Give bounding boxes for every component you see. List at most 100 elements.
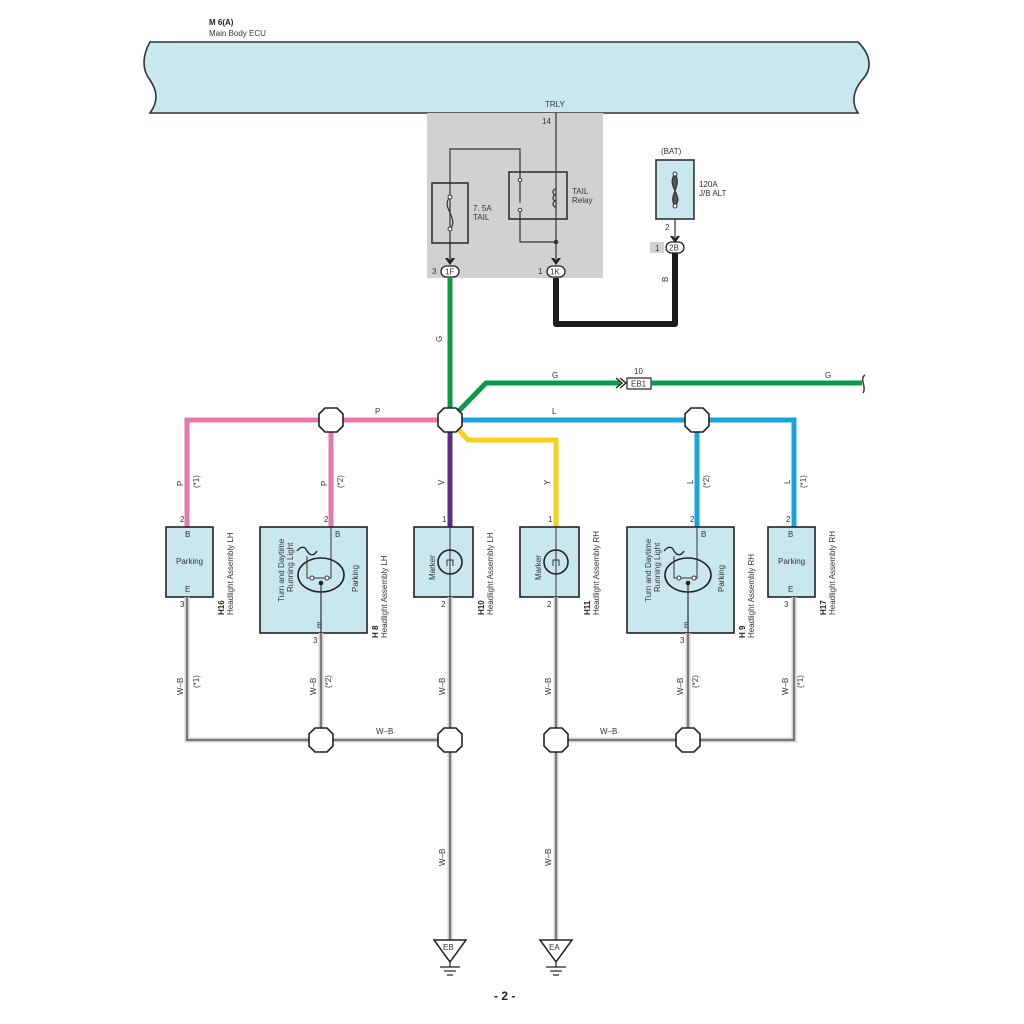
h17-name: Headlight Assembly RH bbox=[828, 531, 837, 615]
wire-g-main-label: G bbox=[435, 336, 444, 342]
fusible-link-icon bbox=[671, 173, 679, 207]
h8-term-e: E bbox=[317, 621, 322, 630]
h8-bottom-pin: 3 bbox=[313, 636, 318, 645]
wire-l-main bbox=[450, 417, 797, 527]
h9-out-note: (*2) bbox=[691, 675, 700, 688]
h9-code: H 9 bbox=[738, 625, 747, 638]
ground-point-icon bbox=[538, 939, 574, 964]
h10-in-wire-label: V bbox=[437, 479, 446, 485]
h11-code: H11 bbox=[583, 600, 592, 615]
h10-out-wire-label: W–B bbox=[438, 678, 447, 695]
wb-wires bbox=[184, 597, 797, 945]
h10-code: H10 bbox=[477, 600, 486, 615]
ecu-pin-14: 14 bbox=[542, 117, 551, 126]
h17-out-wire-label: W–B bbox=[781, 678, 790, 695]
h11-in-wire-label: Y bbox=[543, 479, 552, 485]
h9-name: Headlight Assembly RH bbox=[747, 554, 756, 638]
h16-out-note: (*1) bbox=[192, 675, 201, 688]
h16-term-b: B bbox=[185, 530, 190, 539]
h16-in-note: (*1) bbox=[192, 475, 201, 488]
h8-func-left2: Running Light bbox=[286, 542, 295, 592]
h8-func-right: Parking bbox=[351, 565, 360, 592]
wire-b bbox=[553, 253, 678, 327]
h17-term-b: B bbox=[788, 530, 793, 539]
tail-relay bbox=[508, 171, 568, 220]
h9-bottom-pin: 3 bbox=[680, 636, 685, 645]
wb-left-bus-label: W–B bbox=[376, 727, 393, 736]
component-h17: B Parking E H17 Headlight Assembly RH bbox=[767, 526, 837, 615]
wire-l-label: L bbox=[552, 407, 557, 416]
ground-ea-id: EA bbox=[549, 943, 560, 952]
ground-ea: EA bbox=[538, 939, 574, 976]
h9-term-e: E bbox=[684, 621, 689, 630]
alt-fuse-name: J/B ALT bbox=[699, 189, 727, 198]
connector-2b-shade bbox=[650, 242, 664, 253]
ecu-name: Main Body ECU bbox=[209, 29, 266, 38]
wire-y bbox=[448, 418, 559, 527]
relay-label-2: Relay bbox=[572, 196, 592, 205]
connector-1k bbox=[546, 265, 566, 278]
wire-break-icon bbox=[862, 374, 866, 394]
h16-name: Headlight Assembly LH bbox=[226, 532, 235, 615]
alt-fuse-rating: 120A bbox=[699, 180, 718, 189]
conn-1k-id: 1K bbox=[550, 268, 560, 277]
ground-eb: EB bbox=[432, 939, 468, 976]
h11-func: Marker bbox=[534, 555, 543, 580]
component-h16: B Parking E H16 Headlight Assembly LH bbox=[165, 526, 235, 615]
ecu-terminal-trly: TRLY bbox=[545, 100, 566, 109]
fuse-rating: 7. 5A bbox=[473, 204, 492, 213]
component-h8: B Turn and Daytime Running Light Parking… bbox=[259, 526, 389, 638]
h17-in-note: (*1) bbox=[799, 475, 808, 488]
h17-code: H17 bbox=[819, 600, 828, 615]
wire-g-branch bbox=[448, 380, 620, 422]
h17-out-note: (*1) bbox=[796, 675, 805, 688]
bulb-icon bbox=[437, 549, 463, 575]
splice-point bbox=[437, 727, 463, 753]
main-body-ecu-block bbox=[143, 41, 870, 114]
flasher-icon bbox=[663, 546, 685, 556]
h8-term-b: B bbox=[335, 530, 340, 539]
ground-eb-wire-label: W–B bbox=[438, 849, 447, 866]
inline-connector-arrow-icon bbox=[615, 377, 628, 389]
wire-p-label: P bbox=[375, 407, 380, 416]
connector-arrow-icon bbox=[445, 258, 455, 265]
conn-1f-id: 1F bbox=[445, 268, 454, 277]
conn-1k-pin: 1 bbox=[538, 267, 543, 276]
h9-func-left: Turn and Daytime bbox=[644, 538, 653, 602]
h16-bottom-pin: 3 bbox=[180, 600, 185, 609]
wire-b-label: B bbox=[661, 277, 670, 282]
h16-code: H16 bbox=[217, 600, 226, 615]
h8-func-left: Turn and Daytime bbox=[277, 538, 286, 602]
splice-point bbox=[543, 727, 569, 753]
h9-in-wire-label: L bbox=[686, 479, 695, 484]
conn-1f-pin: 3 bbox=[432, 267, 437, 276]
h9-out-wire-label: W–B bbox=[676, 678, 685, 695]
h16-func: Parking bbox=[176, 557, 203, 566]
alt-fuse-pin: 2 bbox=[665, 223, 670, 232]
conn-2b-pin: 1 bbox=[655, 244, 660, 253]
junction-block bbox=[427, 113, 603, 278]
h8-out-note: (*2) bbox=[324, 675, 333, 688]
h10-bottom-pin: 2 bbox=[441, 600, 446, 609]
h10-name: Headlight Assembly LH bbox=[486, 532, 495, 615]
h17-in-wire-label: L bbox=[783, 479, 792, 484]
h8-code: H 8 bbox=[371, 625, 380, 638]
h11-out-wire-label: W–B bbox=[544, 678, 553, 695]
splice-point bbox=[318, 407, 344, 433]
h16-out-wire-label: W–B bbox=[176, 678, 185, 695]
conn-2b-id: 2B bbox=[669, 244, 679, 253]
h8-top-pin: 2 bbox=[324, 515, 329, 524]
splice-point bbox=[675, 727, 701, 753]
h9-term-b: B bbox=[701, 530, 706, 539]
connector-arrow-icon bbox=[551, 258, 561, 265]
splice-point bbox=[308, 727, 334, 753]
flasher-icon bbox=[296, 546, 318, 556]
conn-eb1-id: EB1 bbox=[631, 380, 647, 389]
page-number: - 2 - bbox=[494, 989, 515, 1003]
splice-point bbox=[437, 407, 463, 433]
ground-ea-wire-label: W–B bbox=[544, 849, 553, 866]
bat-header: (BAT) bbox=[661, 147, 682, 156]
fuse-relay-link bbox=[449, 148, 521, 260]
h8-name: Headlight Assembly LH bbox=[380, 555, 389, 638]
